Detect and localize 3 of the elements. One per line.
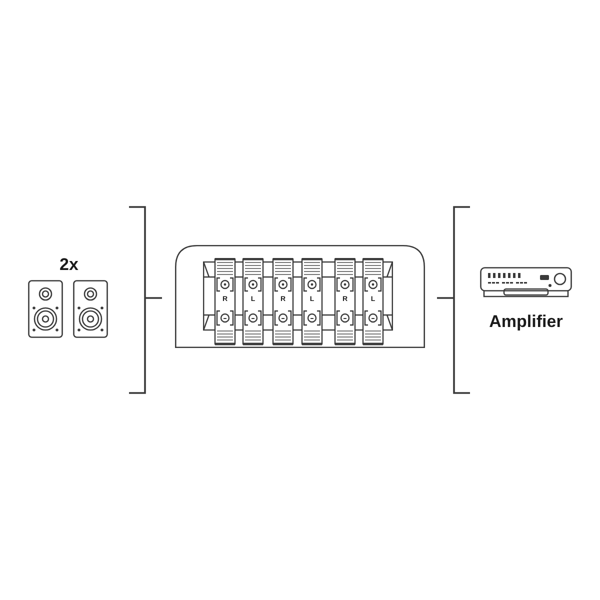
device-label: Amplifier xyxy=(488,313,564,330)
quantity-label: 2x xyxy=(58,256,80,273)
terminal-panel xyxy=(175,245,425,348)
